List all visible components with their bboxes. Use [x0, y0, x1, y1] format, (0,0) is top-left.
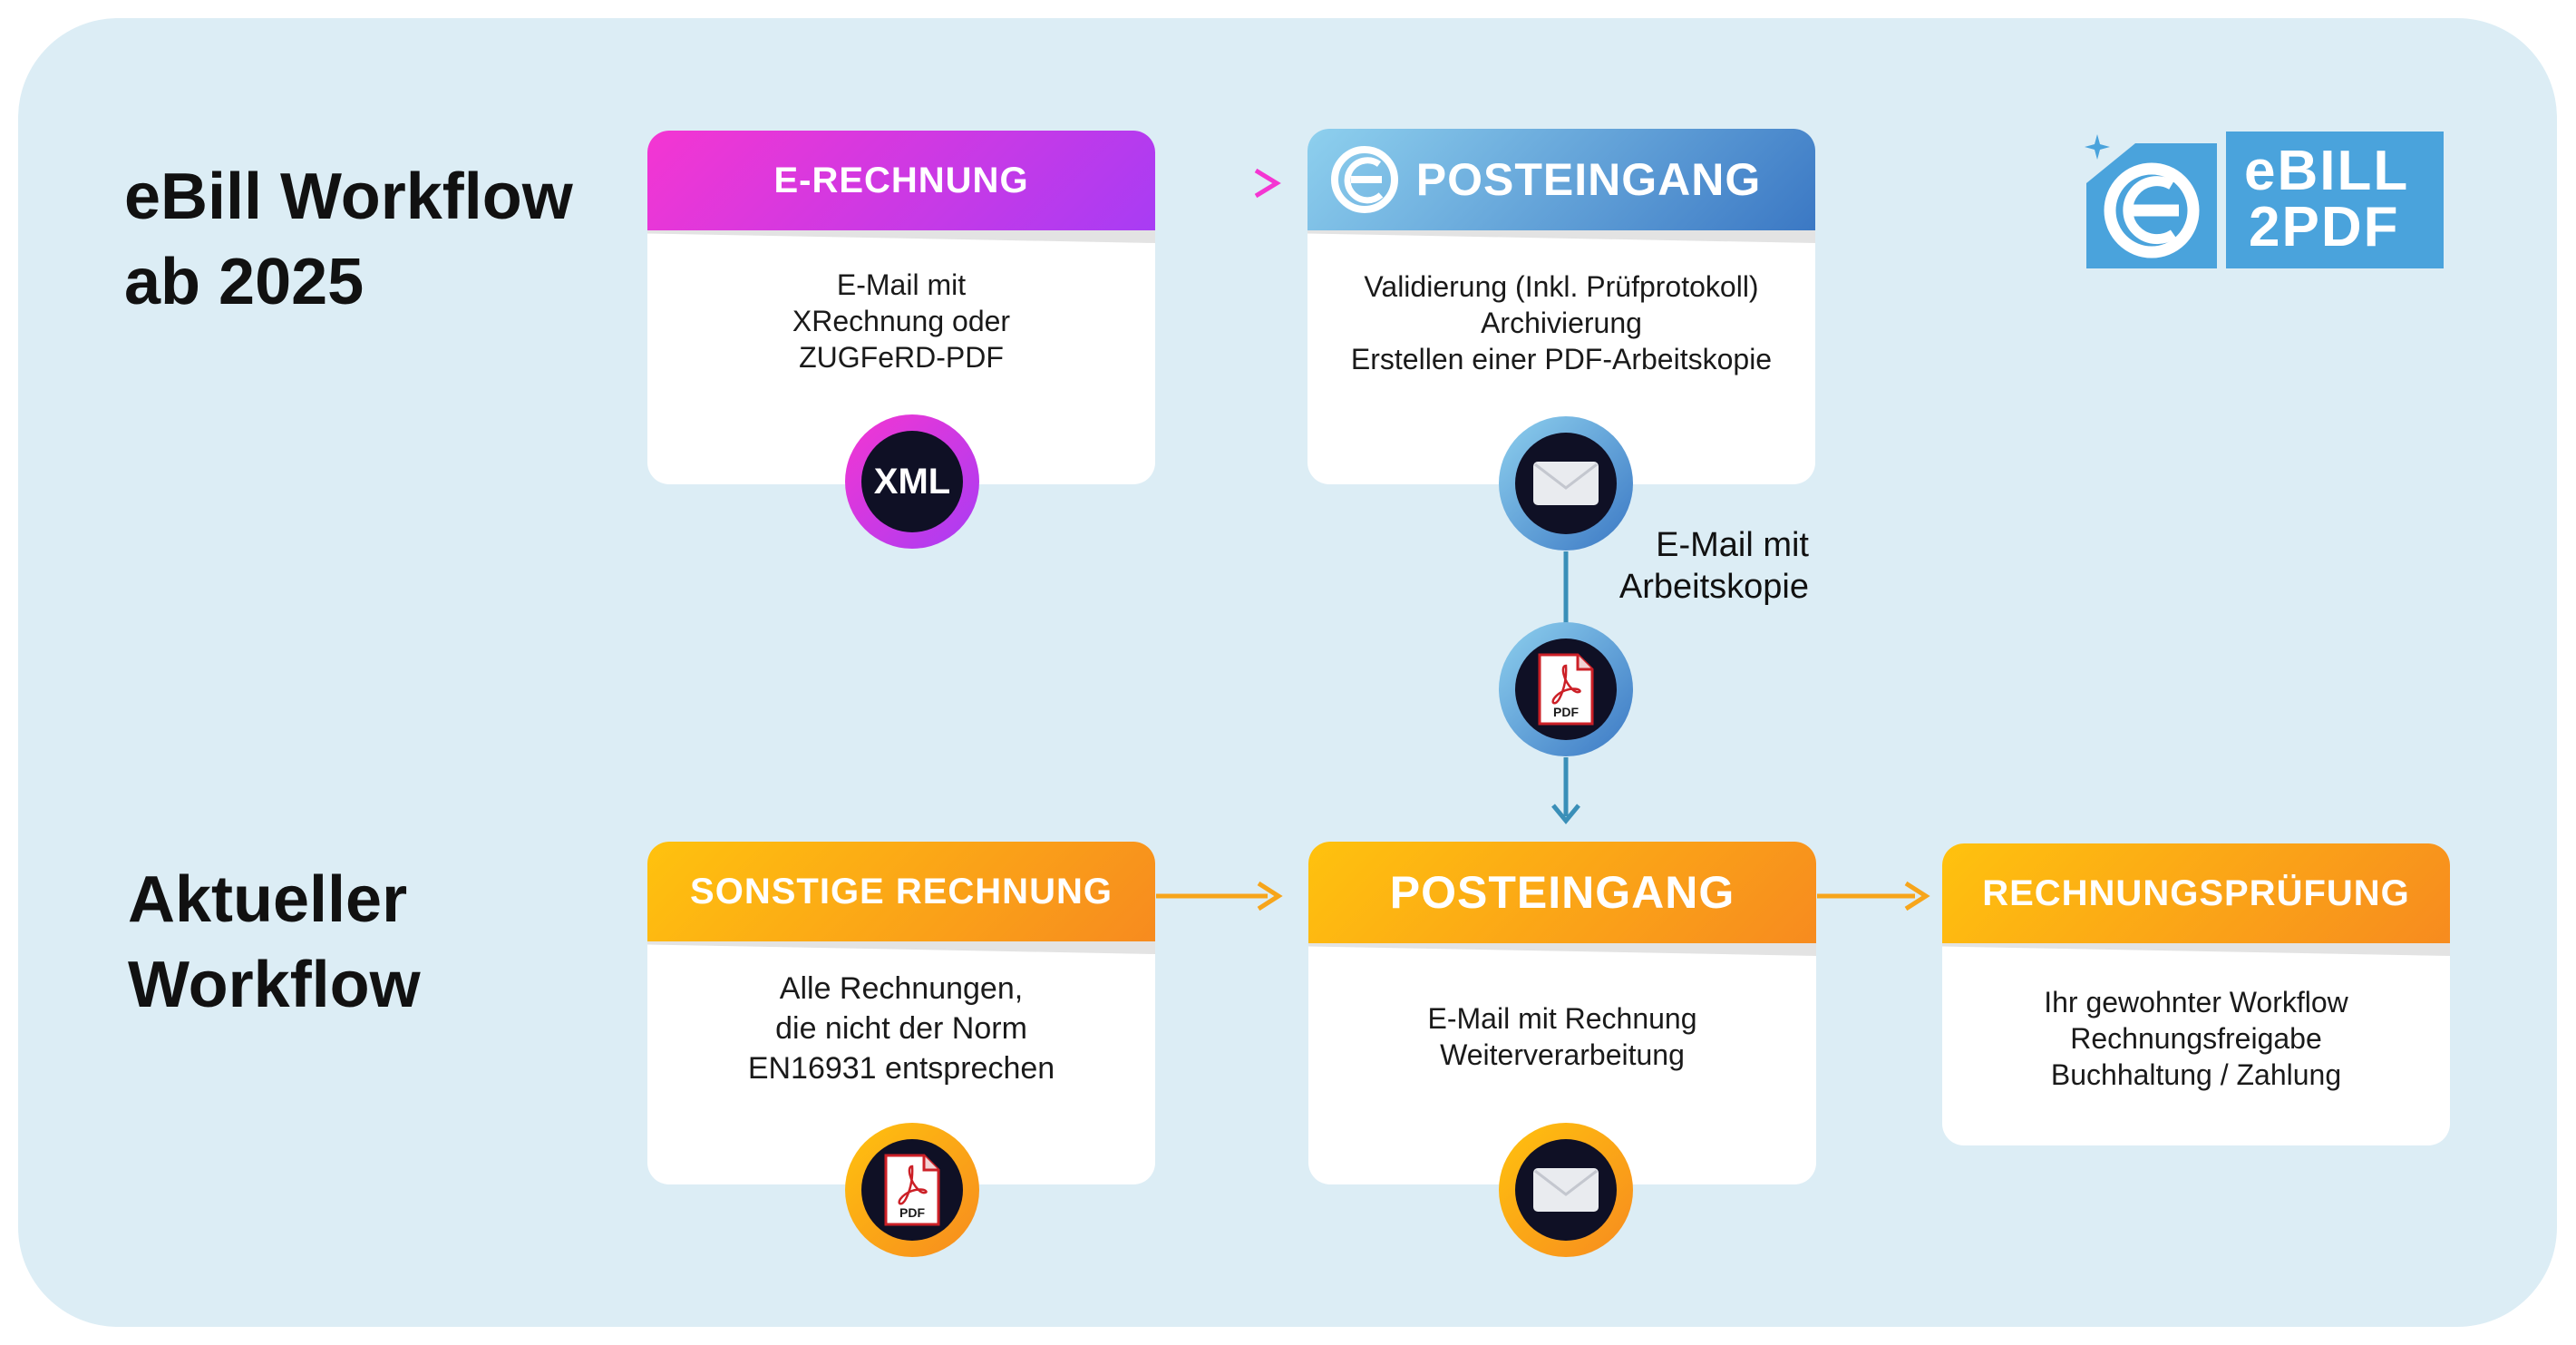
connector-label-arbeitskopie: E-Mail mit Arbeitskopie	[1619, 526, 1809, 606]
xml-icon: XML	[861, 431, 963, 532]
pdf-file-icon: PDF	[1515, 638, 1617, 740]
heading-ebill-workflow: eBill Workflow ab 2025	[124, 161, 573, 318]
svg-text:PDF: PDF	[899, 1205, 925, 1220]
ebill2pdf-logo: eBILL 2PDF	[2081, 127, 2448, 272]
svg-text:PDF: PDF	[1553, 705, 1579, 719]
pdf-icon-circle-connector: PDF	[1499, 622, 1633, 756]
card-sonstige-body: Alle Rechnungen, die nicht der Norm EN16…	[747, 971, 1055, 1086]
envelope-icon	[1515, 1139, 1617, 1241]
arrow-erechnung-to-posteingang	[1156, 168, 1281, 199]
card-posteingang-new-header: POSTEINGANG	[1307, 129, 1815, 230]
card-erechnung-title: E-RECHNUNG	[773, 161, 1029, 200]
card-sonstige-header: SONSTIGE RECHNUNG	[647, 842, 1155, 941]
card-posteingang-current-title: POSTEINGANG	[1389, 867, 1735, 918]
xml-icon-circle: XML	[845, 414, 979, 549]
card-pruefung-header: RECHNUNGSPRÜFUNG	[1942, 843, 2450, 943]
card-erechnung-body: E-Mail mit XRechnung oder ZUGFeRD-PDF	[792, 268, 1011, 374]
logo-text-line1: eBILL	[2244, 140, 2410, 202]
card-posteingang-current: POSTEINGANG E-Mail mit Rechnung Weiterve…	[1308, 842, 1816, 1184]
card-erechnung: E-RECHNUNG E-Mail mit XRechnung oder ZUG…	[647, 131, 1155, 484]
arrow-posteingang-to-pruefung	[1817, 881, 1930, 911]
logo-text-line2: 2PDF	[2249, 196, 2400, 258]
card-erechnung-header: E-RECHNUNG	[647, 131, 1155, 230]
envelope-icon	[1515, 433, 1617, 534]
logo-emblem-icon	[2085, 132, 2444, 268]
card-pruefung-title: RECHNUNGSPRÜFUNG	[1982, 873, 2410, 913]
email-icon-circle-bottom	[1499, 1123, 1633, 1257]
card-sonstige-rechnung: SONSTIGE RECHNUNG Alle Rechnungen, die n…	[647, 842, 1155, 1184]
card-pruefung-body: Ihr gewohnter Workflow Rechnungsfreigabe…	[2044, 986, 2348, 1091]
arrow-pdf-to-posteingang	[1551, 757, 1580, 824]
email-icon-circle-top	[1499, 416, 1633, 551]
pdf-file-icon: PDF	[861, 1139, 963, 1241]
pdf-icon-circle-sonstige: PDF	[845, 1123, 979, 1257]
card-rechnungspruefung: RECHNUNGSPRÜFUNG Ihr gewohnter Workflow …	[1942, 843, 2450, 1145]
card-sonstige-title: SONSTIGE RECHNUNG	[690, 872, 1113, 911]
card-posteingang-new-title: POSTEINGANG	[1415, 154, 1762, 205]
card-posteingang-new-body: Validierung (Inkl. Prüfprotokoll) Archiv…	[1350, 270, 1773, 375]
arrow-sonstige-to-posteingang	[1156, 881, 1283, 911]
heading-current-workflow: Aktueller Workflow	[128, 863, 421, 1021]
card-posteingang-current-body: E-Mail mit Rechnung Weiterverarbeitung	[1427, 1002, 1697, 1071]
card-posteingang-current-header: POSTEINGANG	[1308, 842, 1816, 943]
ebill-e-icon	[1331, 146, 1398, 213]
